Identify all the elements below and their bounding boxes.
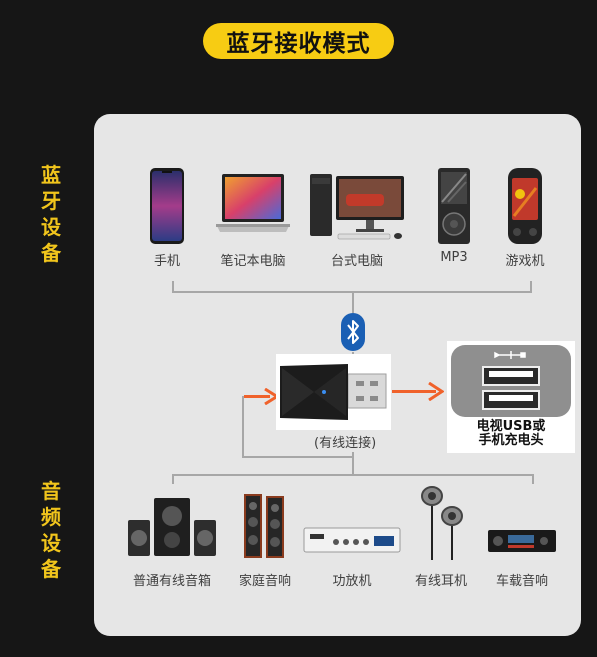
audio-devices-label: 音 频 设 备	[35, 478, 67, 582]
device-amplifier: 功放机	[302, 492, 402, 589]
label-char: 频	[41, 505, 61, 529]
device-label: 普通有线音箱	[132, 574, 211, 589]
page-title: 蓝牙接收模式	[203, 23, 394, 59]
label-char: 设	[41, 215, 61, 239]
device-label: 有线耳机	[414, 574, 467, 589]
desktop-pc-icon	[310, 174, 404, 240]
arrow-to-usb-power	[392, 390, 436, 393]
connector-line	[242, 456, 354, 458]
device-floor-speakers: 家庭音响	[234, 492, 296, 589]
car-stereo-icon	[488, 530, 556, 552]
device-laptop: 笔记本电脑	[214, 166, 292, 276]
amplifier-icon	[303, 527, 401, 553]
connector-line	[352, 291, 354, 313]
device-game-console: 游戏机	[500, 166, 550, 276]
device-label: 车载音响	[495, 574, 548, 589]
device-label: 台式电脑	[330, 254, 383, 269]
handheld-console-icon	[508, 168, 542, 244]
device-mp3: MP3	[432, 166, 476, 276]
usb-power-label-line2: 手机充电头	[478, 433, 544, 448]
device-label: 游戏机	[505, 254, 545, 269]
label-char: 牙	[41, 189, 61, 213]
usb-power-source: 电视USB或 手机充电头	[447, 341, 575, 453]
wired-connection-label: (有线连接)	[314, 436, 377, 451]
earphones-icon	[421, 486, 463, 560]
bluetooth-devices-label: 蓝 牙 设 备	[35, 162, 67, 266]
connector-line	[172, 281, 174, 293]
laptop-icon	[216, 174, 290, 232]
label-char: 蓝	[41, 163, 61, 187]
smartphone-icon	[150, 168, 184, 244]
device-label: 功放机	[332, 574, 372, 589]
connector-line	[532, 474, 534, 484]
connector-line	[242, 396, 244, 458]
connector-line	[172, 474, 174, 484]
usb-ports-icon	[451, 345, 571, 417]
floor-speakers-icon	[244, 494, 284, 558]
device-pc-speakers: 普通有线音箱	[124, 492, 220, 589]
device-earphones: 有线耳机	[410, 484, 472, 589]
pc-speakers-icon	[128, 498, 216, 556]
connector-line	[352, 452, 354, 476]
mp3-player-icon	[438, 168, 470, 244]
arrow-to-receiver	[244, 395, 270, 398]
device-label: 家庭音响	[238, 574, 291, 589]
label-char: 备	[41, 241, 61, 265]
connector-line	[530, 281, 532, 293]
label-char: 设	[41, 531, 61, 555]
device-car-stereo: 车载音响	[484, 492, 560, 589]
device-label: MP3	[440, 250, 468, 265]
device-desktop: 台式电脑	[306, 166, 408, 276]
label-char: 备	[41, 557, 61, 581]
bluetooth-receiver	[276, 354, 391, 430]
device-label: 笔记本电脑	[220, 254, 286, 269]
arrow-head-icon	[428, 382, 444, 401]
device-smartphone: 手机	[140, 166, 194, 276]
usb-power-label-line1: 电视USB或	[476, 419, 546, 434]
label-char: 音	[41, 479, 61, 503]
device-label: 手机	[153, 254, 180, 269]
bluetooth-icon	[341, 313, 365, 351]
usb-bluetooth-receiver-icon	[280, 364, 387, 420]
